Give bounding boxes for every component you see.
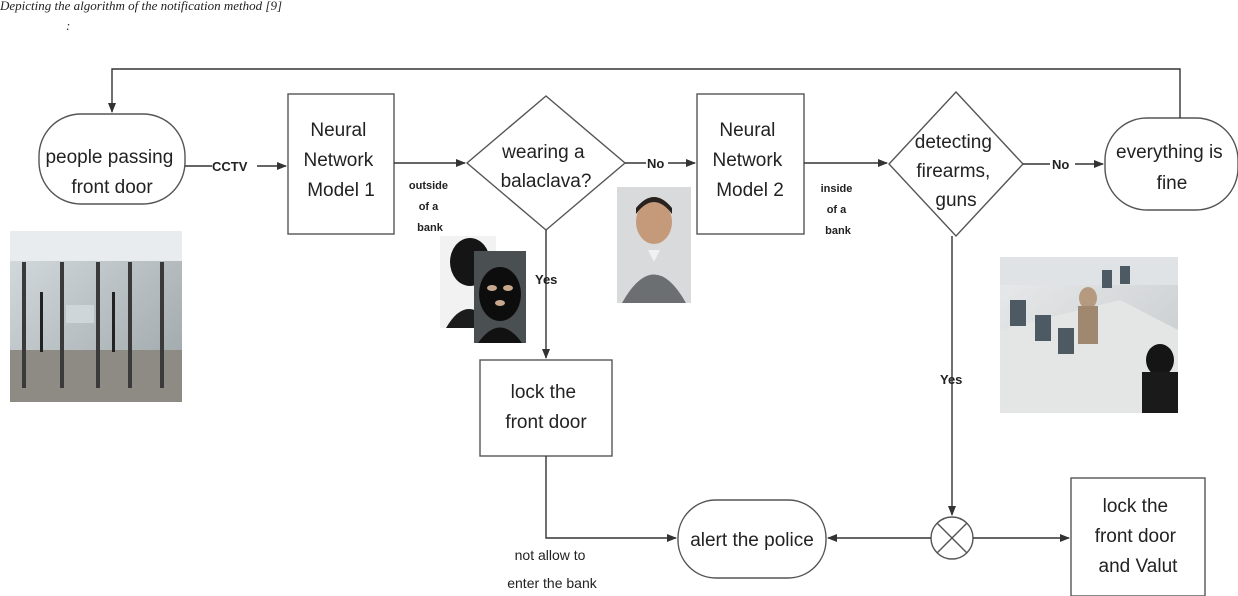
node-lock-door-vault: lock the front door and Valut <box>1070 477 1206 596</box>
node-alert-text: alert the police <box>690 530 814 551</box>
node-nn-model-1: Neural Network Model 1 <box>287 93 395 235</box>
node-lock2-line1: lock the <box>1103 496 1168 517</box>
label-outside-2: of a <box>419 201 439 213</box>
node-nn2-line1: Neural <box>719 120 775 141</box>
node-lock1-line2: front door <box>505 412 587 433</box>
node-nn1-line2: Network <box>304 150 374 171</box>
balaclava-photos <box>440 236 526 343</box>
label-no-1: No <box>647 156 664 171</box>
node-lock-front-door: lock the front door <box>479 359 613 457</box>
caption-colon: : <box>66 18 70 33</box>
label-inside-2: of a <box>827 204 847 216</box>
node-nn2-line2: Network <box>713 150 783 171</box>
node-firearms-decision: detecting firearms, guns <box>888 90 1024 238</box>
svg-text:Neural Network Mod: Neural Network Model 2 <box>713 120 788 201</box>
node-balaclava-decision: wearing a balaclava? <box>465 95 627 231</box>
node-lock2-line2: front door <box>1095 526 1177 547</box>
node-nn2-line3: Model 2 <box>716 180 784 201</box>
label-cctv: CCTV <box>212 159 248 174</box>
node-fine-line1: everything is <box>1116 142 1223 163</box>
xor-junction-icon <box>930 516 974 560</box>
node-people-passing-line1: people passing <box>45 147 173 168</box>
node-firearms-line2: firearms, <box>916 161 990 182</box>
node-people-passing: people passing front door <box>38 113 186 205</box>
svg-text:not allow to enter the ban: not allow to enter the bank <box>507 547 598 591</box>
label-outside-1: outside <box>409 180 448 192</box>
front-door-photo <box>10 231 182 402</box>
node-everything-fine: everything is fine <box>1104 117 1238 211</box>
node-nn1-line1: Neural <box>310 120 366 141</box>
node-alert-police: alert the police <box>677 499 827 579</box>
node-nn-model-2: Neural Network Model 2 <box>696 93 805 235</box>
label-not-allow-1: not allow to <box>515 547 586 563</box>
label-not-allow-2: enter the bank <box>507 575 598 591</box>
svg-text:inside of a bank: inside of a bank <box>821 183 856 237</box>
node-lock1-line1: lock the <box>511 382 576 403</box>
node-lock2-line3: and Valut <box>1099 556 1179 577</box>
svg-text:everything is fine: everything is fine <box>1116 142 1228 194</box>
svg-text:outside of a bank: outside of a bank <box>409 180 451 234</box>
label-yes-2: Yes <box>940 372 962 387</box>
node-people-passing-line2: front door <box>71 177 153 198</box>
caption-text: Depicting the algorithm of the notificat… <box>0 0 282 13</box>
label-outside-3: bank <box>417 222 444 234</box>
node-nn1-line3: Model 1 <box>307 180 375 201</box>
label-inside-3: bank <box>825 225 852 237</box>
svg-text:detecting firearms,: detecting firearms, guns <box>915 132 997 211</box>
svg-text:people passing front doo: people passing front door <box>45 147 178 198</box>
svg-text:lock the front door: lock the front door and Valut <box>1095 496 1182 577</box>
label-yes-1: Yes <box>535 272 557 287</box>
bank-robbery-photo <box>1000 257 1178 413</box>
node-firearms-line3: guns <box>935 190 976 211</box>
connector-loop-back <box>108 68 1181 118</box>
person-photo <box>617 187 691 303</box>
connector-lock-alert <box>545 456 677 542</box>
label-no-2: No <box>1052 157 1069 172</box>
svg-text:Neural Network Mod: Neural Network Model 1 <box>304 120 379 201</box>
node-balaclava-line1: wearing a <box>501 142 585 163</box>
node-balaclava-line2: balaclava? <box>501 171 592 192</box>
node-firearms-line1: detecting <box>915 132 992 153</box>
svg-text:lock the front door: lock the front door <box>505 382 587 433</box>
label-inside-1: inside <box>821 183 853 195</box>
svg-text:wearing a balaclava?: wearing a balaclava? <box>501 142 592 192</box>
node-fine-line2: fine <box>1157 173 1188 194</box>
